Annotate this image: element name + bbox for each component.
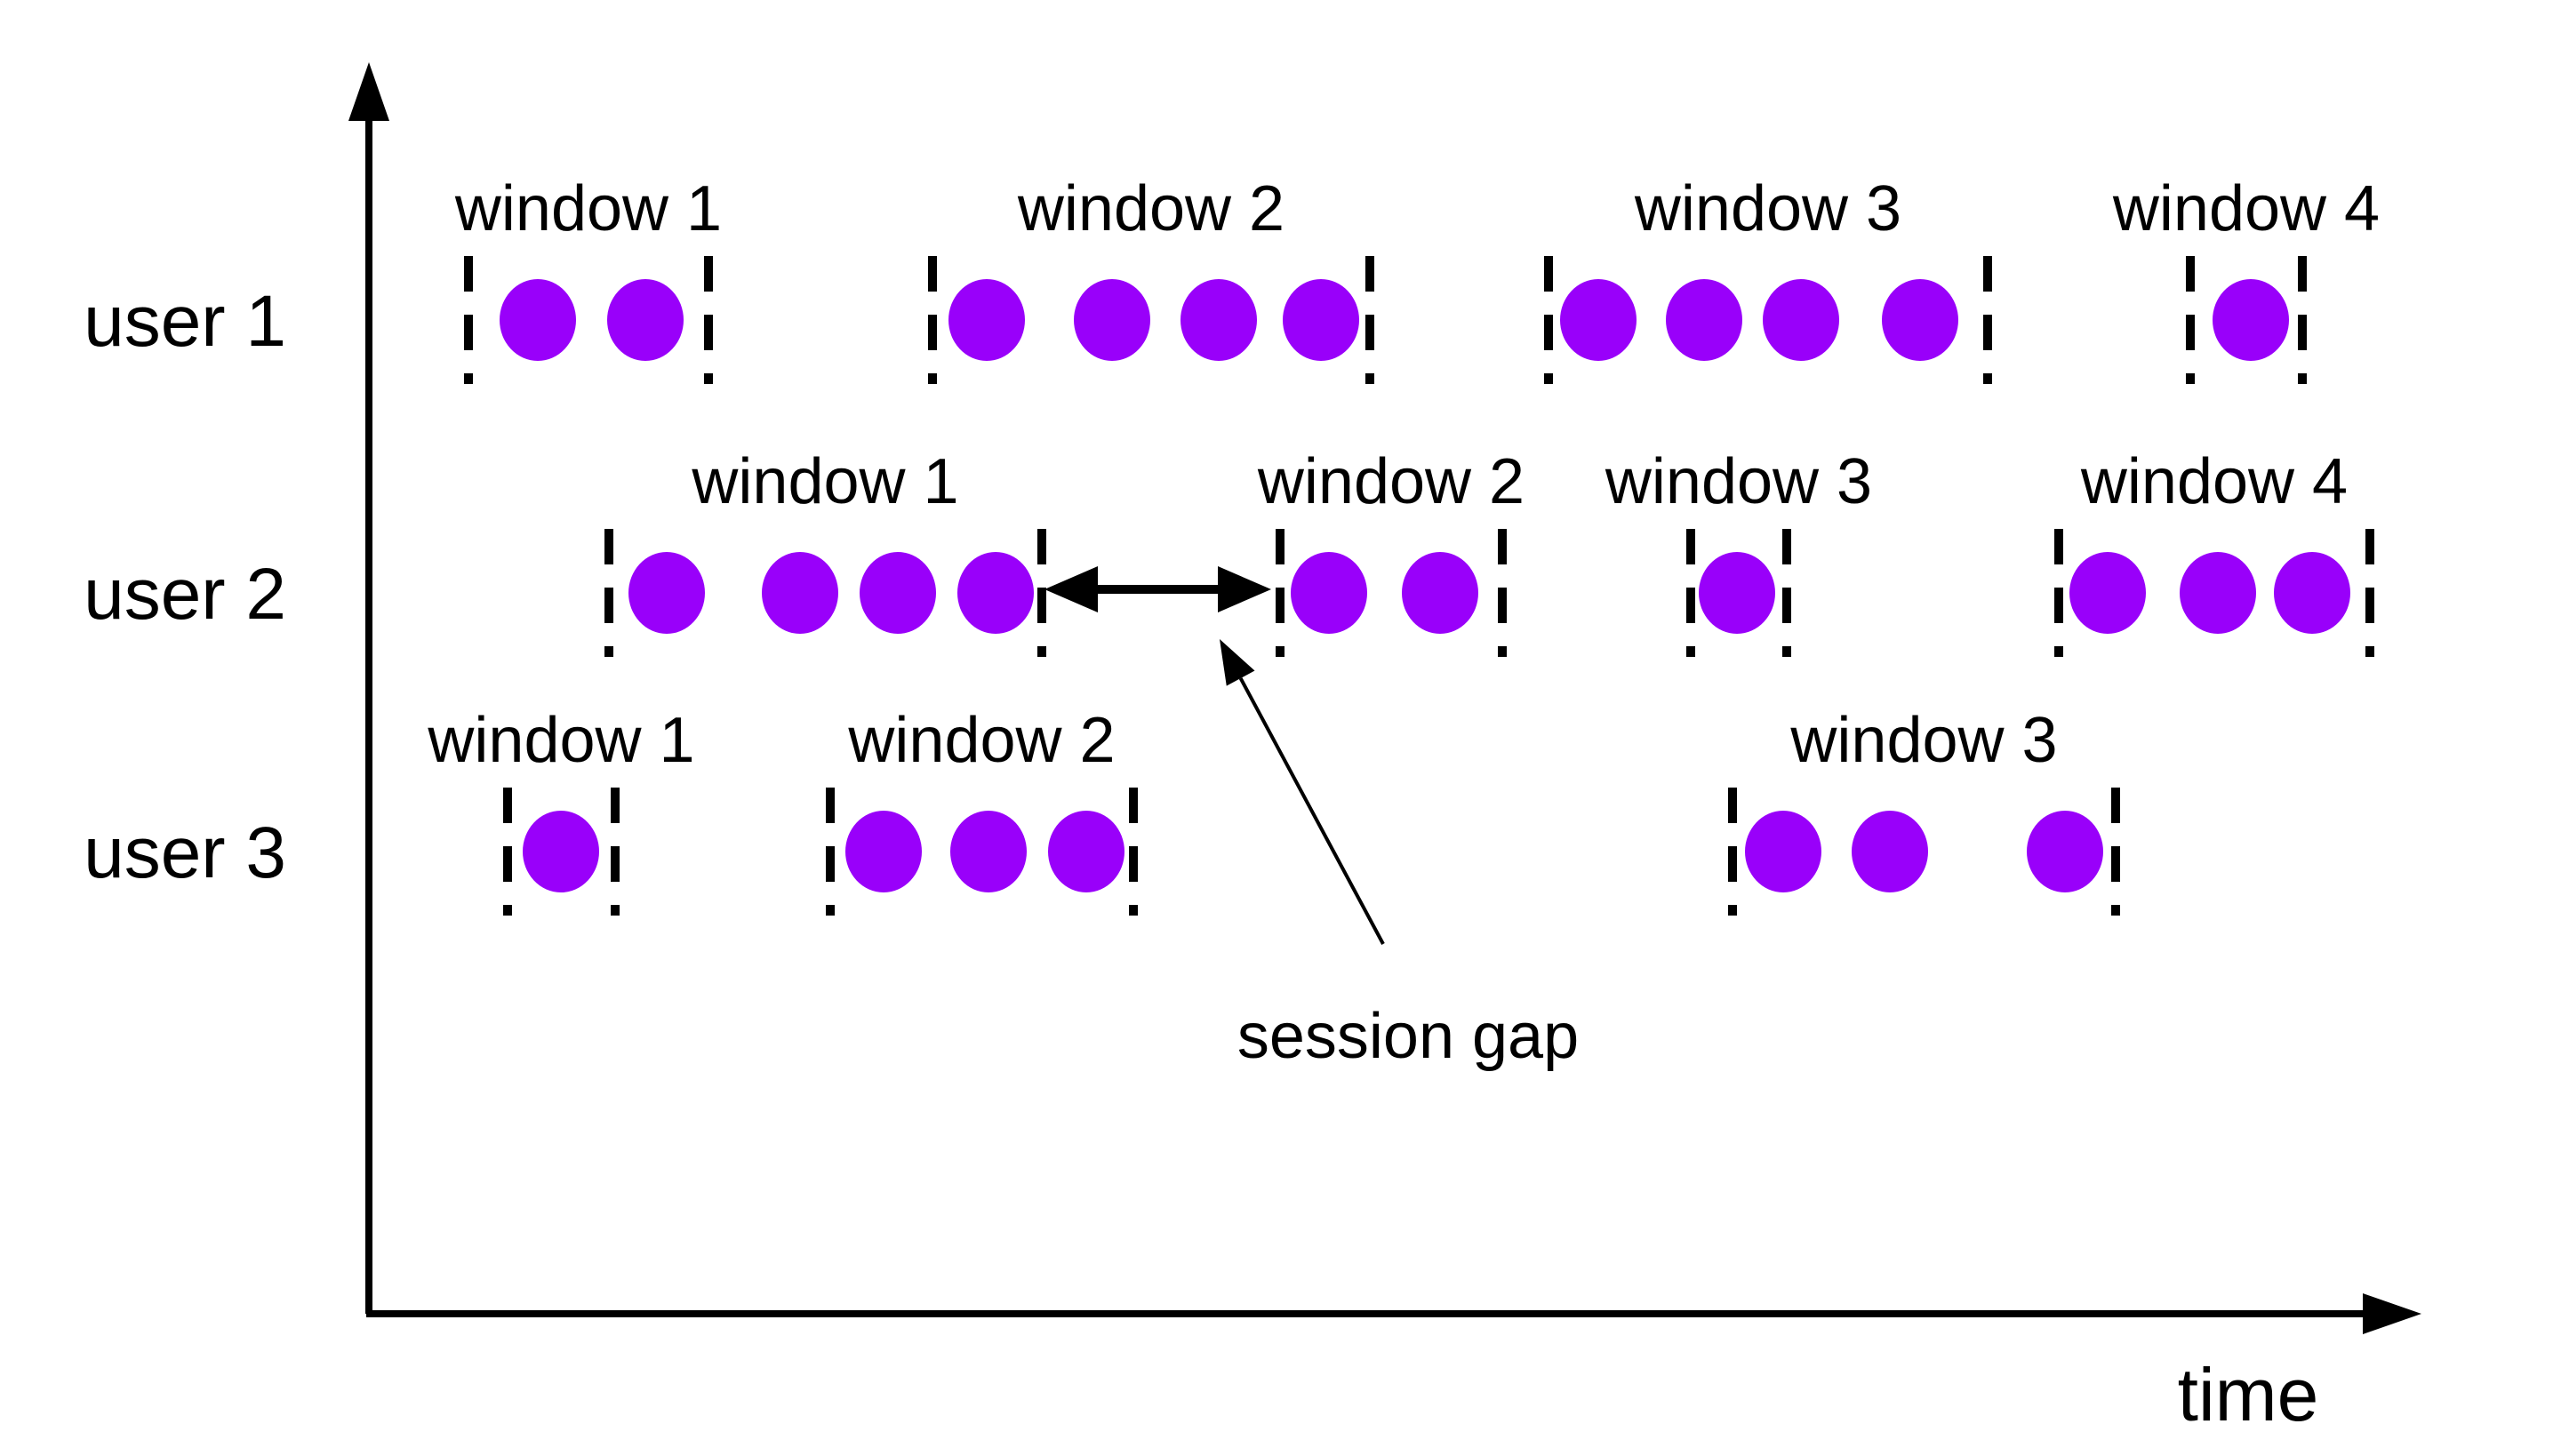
window-label: window 3 <box>1634 173 1901 244</box>
session-gap-arrowhead-left-icon <box>1044 566 1098 612</box>
event-dot <box>950 811 1027 892</box>
event-dot <box>1048 811 1124 892</box>
window-label: window 2 <box>1017 173 1284 244</box>
y-axis-arrowhead-icon <box>348 62 389 121</box>
event-dot <box>1699 552 1775 634</box>
event-dot <box>1560 279 1637 361</box>
user-label: user 2 <box>84 554 286 635</box>
window-label: window 1 <box>691 446 958 517</box>
user-label: user 3 <box>84 812 286 893</box>
event-dot <box>1666 279 1742 361</box>
event-dot <box>2027 811 2103 892</box>
window-label: window 2 <box>1257 446 1525 517</box>
event-dot <box>762 552 838 634</box>
window-label: window 1 <box>427 705 694 776</box>
event-dot <box>845 811 922 892</box>
event-dot <box>607 279 684 361</box>
window-label: window 4 <box>2080 446 2348 517</box>
event-dot <box>523 811 599 892</box>
window-label: window 1 <box>454 173 722 244</box>
session-gap-pointer-line <box>1238 677 1385 945</box>
window-label: window 4 <box>2112 173 2380 244</box>
event-dot <box>1180 279 1257 361</box>
event-dot <box>860 552 936 634</box>
session-gap-pointer-arrowhead-icon <box>1220 639 1255 686</box>
event-dot <box>2274 552 2350 634</box>
event-dot <box>2180 552 2256 634</box>
event-dot <box>2069 552 2146 634</box>
window-label: window 3 <box>1605 446 1872 517</box>
window-label: window 2 <box>847 705 1115 776</box>
event-dot <box>1763 279 1839 361</box>
session-gap-label: session gap <box>1237 1001 1579 1072</box>
event-dot <box>500 279 576 361</box>
event-dot <box>628 552 705 634</box>
event-dot <box>2213 279 2289 361</box>
window-label: window 3 <box>1789 705 2057 776</box>
event-dot <box>1291 552 1367 634</box>
event-dot <box>1283 279 1359 361</box>
event-dot <box>1882 279 1958 361</box>
session-gap-arrowhead-right-icon <box>1218 566 1271 612</box>
event-dot <box>1074 279 1150 361</box>
x-axis-label: time <box>2178 1353 2319 1436</box>
x-axis-arrowhead-icon <box>2363 1293 2421 1334</box>
event-dot <box>1745 811 1821 892</box>
user-label: user 1 <box>84 281 286 362</box>
event-dot <box>948 279 1025 361</box>
event-dot <box>1402 552 1478 634</box>
event-dot <box>1852 811 1928 892</box>
event-dot <box>957 552 1034 634</box>
